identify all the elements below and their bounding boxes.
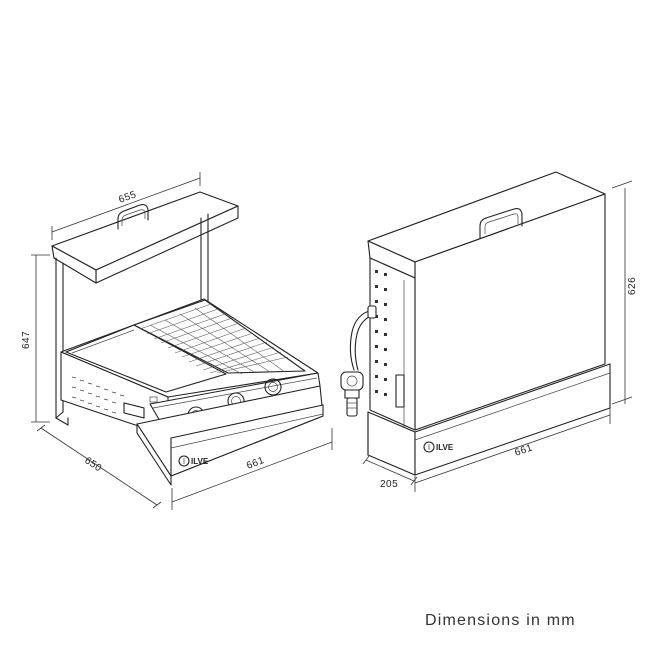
right-lid-support <box>200 213 209 303</box>
dim-front-width: 661 <box>245 455 266 472</box>
units-caption: Dimensions in mm <box>425 612 576 629</box>
side-panel-closed <box>369 257 416 431</box>
ilve-logo-icon-closed <box>423 441 435 453</box>
vent-slots <box>375 270 387 396</box>
brand-label-closed: ILVE <box>436 443 454 452</box>
raised-lid <box>51 191 239 284</box>
dim-depth-closed: 205 <box>380 479 398 490</box>
side-vents <box>71 376 125 414</box>
grill-grate <box>139 303 289 375</box>
lid-handle-icon <box>479 208 523 239</box>
dim-front-width-closed: 661 <box>513 443 534 459</box>
dim-depth: 650 <box>82 455 103 474</box>
open-bbq-drawing: ILVE 655 647 650 661 <box>21 172 333 510</box>
dim-height: 647 <box>21 331 32 349</box>
dim-top-width: 655 <box>117 189 138 206</box>
control-knob-3[interactable] <box>264 378 282 396</box>
lower-cabinet: ILVE <box>136 385 324 486</box>
ilve-logo-icon <box>178 455 190 467</box>
dim-height-closed: 626 <box>627 277 638 295</box>
gas-regulator <box>340 305 377 417</box>
closed-bbq-drawing: ILVE 626 661 <box>340 171 638 492</box>
brand-label: ILVE <box>191 457 209 466</box>
